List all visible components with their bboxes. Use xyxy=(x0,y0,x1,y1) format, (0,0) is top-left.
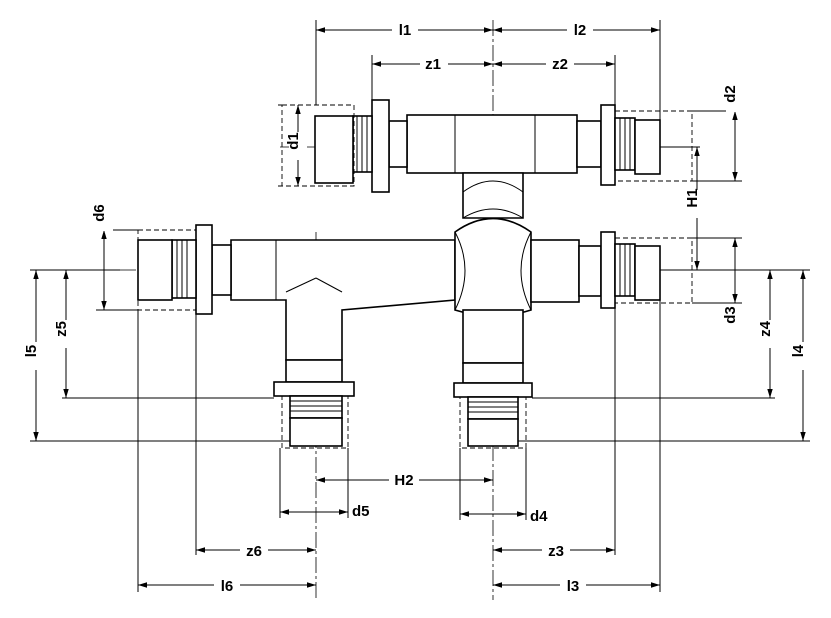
dimension-labels: l1 l2 z1 z2 d1 d2 H1 d3 d6 z5 l5 z4 l4 H… xyxy=(23,20,812,595)
label-z6: z6 xyxy=(246,543,262,560)
label-z3: z3 xyxy=(548,543,564,560)
label-d4: d4 xyxy=(530,508,548,525)
label-z5: z5 xyxy=(53,321,70,337)
label-d1: d1 xyxy=(285,132,302,150)
bottom-outlets xyxy=(273,359,533,449)
label-d3: d3 xyxy=(722,306,739,324)
extension-lines xyxy=(30,20,810,592)
label-d2: d2 xyxy=(722,85,739,103)
label-l5: l5 xyxy=(23,345,40,358)
label-l1: l1 xyxy=(399,22,412,39)
label-l2: l2 xyxy=(574,22,587,39)
label-z2: z2 xyxy=(552,56,568,73)
lower-body xyxy=(137,217,693,364)
label-H2: H2 xyxy=(394,472,413,489)
label-l6: l6 xyxy=(221,578,234,595)
label-l3: l3 xyxy=(567,578,580,595)
dimension-lines xyxy=(33,27,806,588)
label-z1: z1 xyxy=(425,56,441,73)
label-d5: d5 xyxy=(352,503,370,520)
riser xyxy=(462,172,524,219)
label-d6: d6 xyxy=(91,204,108,222)
label-H1: H1 xyxy=(684,188,701,207)
label-l4: l4 xyxy=(790,344,807,357)
upper-tee xyxy=(281,99,693,193)
label-z4: z4 xyxy=(757,320,774,337)
